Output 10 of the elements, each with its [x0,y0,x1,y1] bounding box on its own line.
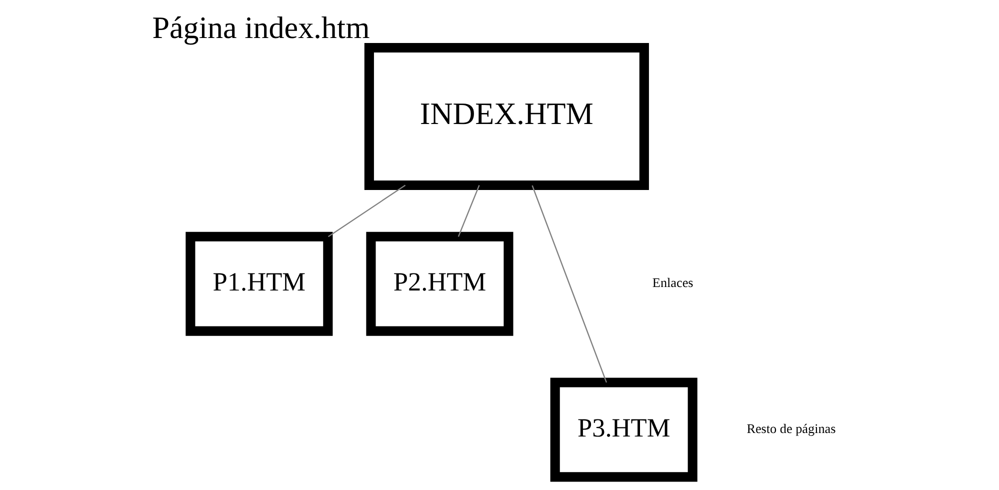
node-box: P3.HTM [550,378,698,482]
label: Enlaces [652,275,694,290]
node-label: Página index.htm [152,10,370,45]
connector [328,184,406,238]
node-box: INDEX.HTM [364,42,649,190]
label: Resto de páginas [746,421,836,436]
connector [458,185,480,237]
node-box: P2.HTM [366,232,514,336]
node-box: P1.HTM [186,232,333,336]
connector [532,185,608,383]
